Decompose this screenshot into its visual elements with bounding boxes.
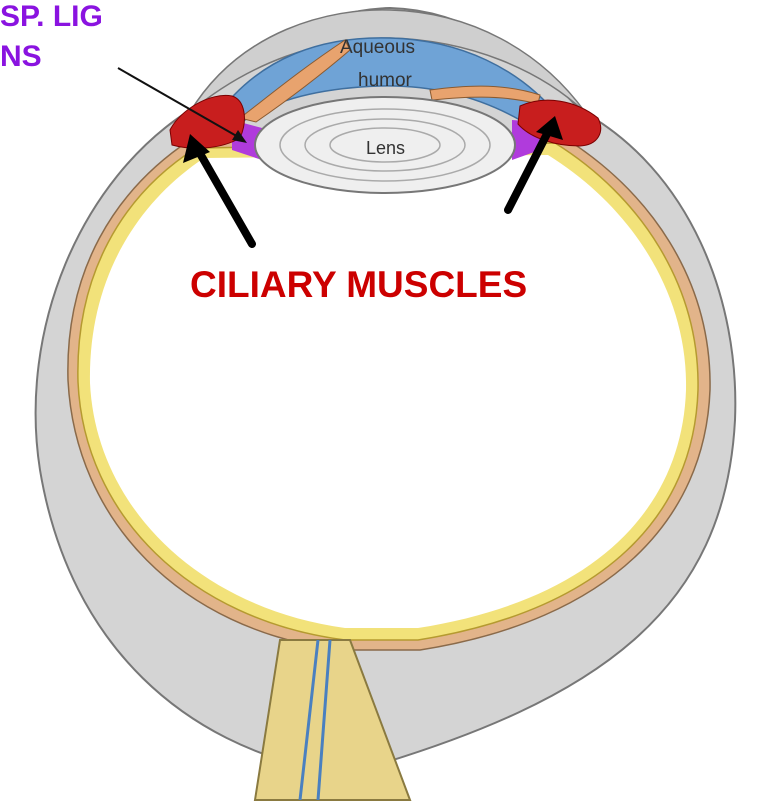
ciliary-muscles-label: CILIARY MUSCLES [190, 266, 527, 303]
suspensory-ligament-label-2: NS [0, 42, 42, 72]
vitreous-body [90, 155, 686, 628]
aqueous-humor-label: Aqueous [340, 37, 415, 58]
suspensory-ligament-label-line2: NS [0, 40, 42, 73]
lens-label: Lens [366, 138, 405, 158]
aqueous-humor-label-line2: humor [358, 70, 413, 91]
suspensory-ligament-label: SP. LIG [0, 2, 103, 32]
ciliary-muscles-label-text: CILIARY MUSCLES [190, 264, 527, 305]
suspensory-ligament-label-line1: SP. LIG [0, 0, 103, 33]
